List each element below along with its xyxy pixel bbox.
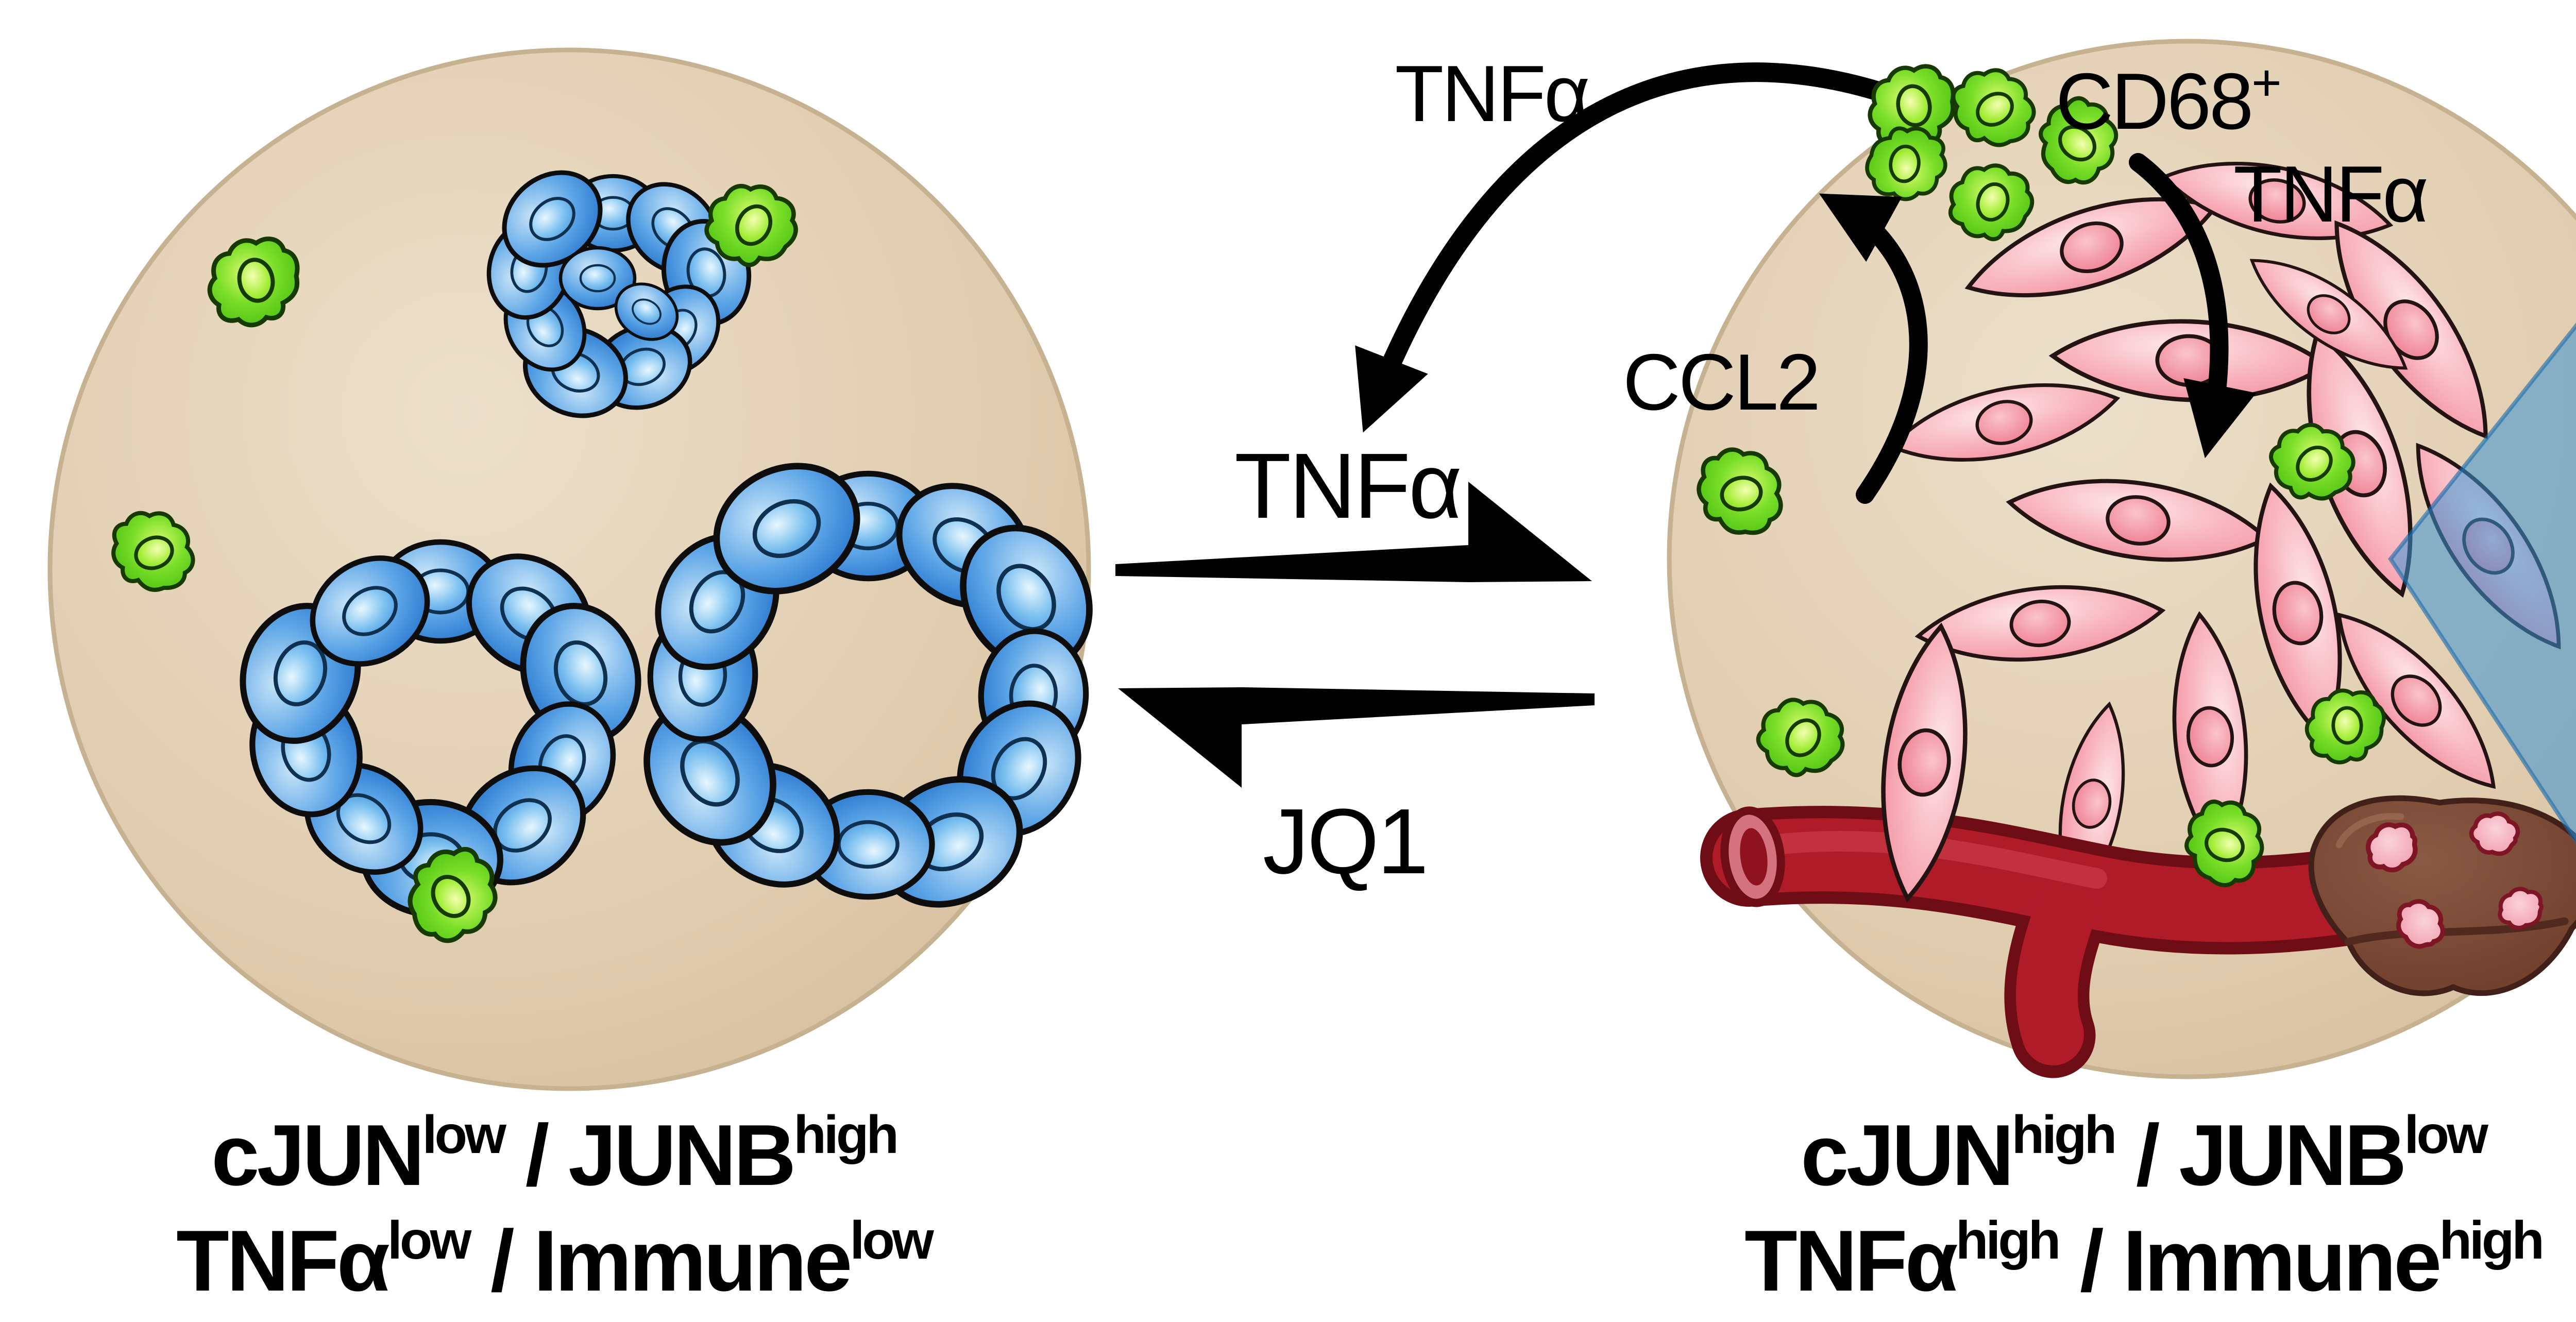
right-tumor-state: CCL2 TNFα CD68+ cJUNhigh / JUNBlow TNFαh… <box>1623 39 2576 1309</box>
reverse-arrow-label: JQ1 <box>1263 790 1427 893</box>
tnfa-secretion-arrow-icon <box>1355 62 1916 433</box>
tnfa-secretion-feedback: TNFα <box>1355 49 1916 433</box>
reverse-transition-arrow-icon <box>1118 687 1595 788</box>
liver-fissure <box>2344 917 2569 946</box>
vessel-highlight <box>1772 831 2107 889</box>
right-state-label-line2: TNFαhigh / Immunehigh <box>1744 1211 2542 1309</box>
state-transition: TNFα JQ1 <box>1115 434 1595 893</box>
forward-arrow-label: TNFα <box>1234 434 1460 538</box>
left-state-label-line2: TNFαlow / Immunelow <box>176 1211 935 1309</box>
vessel-lumen <box>1713 818 2401 942</box>
tnfa-paracrine-label: TNFα <box>2233 149 2427 239</box>
liver-sheen <box>2335 812 2404 849</box>
forward-transition-arrow-icon <box>1115 482 1592 582</box>
left-tumor-state: cJUNlow / JUNBhigh TNFαlow / Immunelow <box>47 47 1114 1309</box>
right-state-label-line1: cJUNhigh / JUNBlow <box>1801 1105 2489 1204</box>
ccl2-recruitment: CCL2 <box>1623 193 1928 504</box>
ccl2-arrow-icon <box>1819 193 1928 504</box>
zoom-beam-icon <box>2388 323 2576 845</box>
left-state-label-line1: cJUNlow / JUNBhigh <box>211 1105 896 1204</box>
tnfa-paracrine-arrow-icon <box>2129 153 2257 459</box>
vessel-branch-lumen <box>2015 878 2097 1065</box>
liver-metastasis <box>2308 795 2576 996</box>
vessel-opening-lumen <box>1740 828 1768 886</box>
ccl2-label: CCL2 <box>1623 337 1819 427</box>
cd68-label: CD68+ <box>2056 54 2280 146</box>
liver-met-nodule-icon <box>2368 825 2415 870</box>
blood-vessel <box>1700 806 2414 1078</box>
tnfa-secretion-label: TNFα <box>1395 49 1588 138</box>
tnfa-paracrine: TNFα <box>2129 149 2429 459</box>
chromatin-zoom-callout: BRD4 cJUN Enhancers Promoter cJUN <box>2388 323 2576 845</box>
